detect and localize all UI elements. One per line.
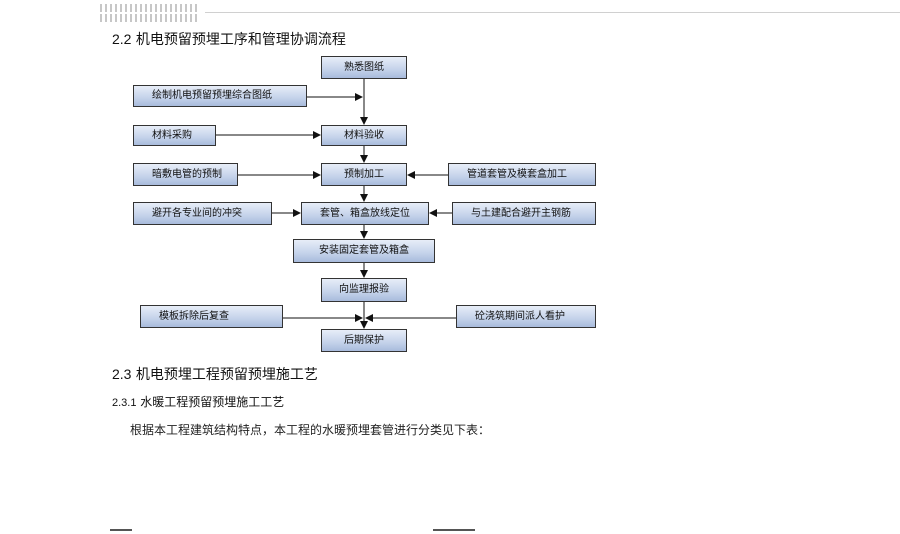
flow-node-avoid-conflict: 避开各专业间的冲突 [133, 202, 272, 225]
flow-node-prefabrication: 预制加工 [321, 163, 407, 186]
section-number: 2.3 [112, 366, 132, 382]
flow-node-familiarize-drawings: 熟悉图纸 [321, 56, 407, 79]
section-heading-2-3-1: 2.3.1 水暖工程预留预埋施工工艺 [112, 393, 284, 410]
section-heading-2-3: 2.3 机电预埋工程预留预埋施工艺 [112, 364, 318, 384]
flow-node-later-protection: 后期保护 [321, 329, 407, 352]
flow-node-install-fix: 安装固定套管及箱盒 [293, 239, 435, 263]
flow-node-concealed-conduit: 暗敷电管的预制 [133, 163, 238, 186]
section-title: 机电预埋工程预留预埋施工艺 [135, 367, 318, 383]
section-number: 2.3.1 [112, 397, 137, 409]
header-rule [205, 12, 900, 13]
header-text-artifact [100, 4, 200, 22]
section-number: 2.2 [112, 31, 132, 47]
flow-node-civil-coordination: 与土建配合避开主钢筋 [452, 202, 596, 225]
body-paragraph: 根据本工程建筑结构特点，本工程的水暖预埋套管进行分类见下表： [130, 423, 491, 437]
section-heading-2-2: 2.2 机电预留预埋工序和管理协调流程 [112, 29, 346, 49]
flow-node-pipe-sleeve-box: 管道套管及模套盒加工 [448, 163, 596, 186]
flow-node-draw-composite: 绘制机电预留预埋综合图纸 [133, 85, 307, 107]
flow-node-material-purchase: 材料采购 [133, 125, 216, 146]
section-title: 机电预留预埋工序和管理协调流程 [135, 32, 346, 48]
flow-node-material-acceptance: 材料验收 [321, 125, 407, 146]
footer-mark-left [110, 529, 132, 531]
section-title: 水暖工程预留预埋施工工艺 [140, 395, 285, 409]
flow-node-formwork-recheck: 模板拆除后复查 [140, 305, 283, 328]
flow-node-sleeve-positioning: 套管、箱盒放线定位 [301, 202, 429, 225]
flow-node-report-supervision: 向监理报验 [321, 278, 407, 302]
flow-node-concrete-watch: 砼浇筑期间派人看护 [456, 305, 596, 328]
footer-mark-center [433, 529, 475, 531]
